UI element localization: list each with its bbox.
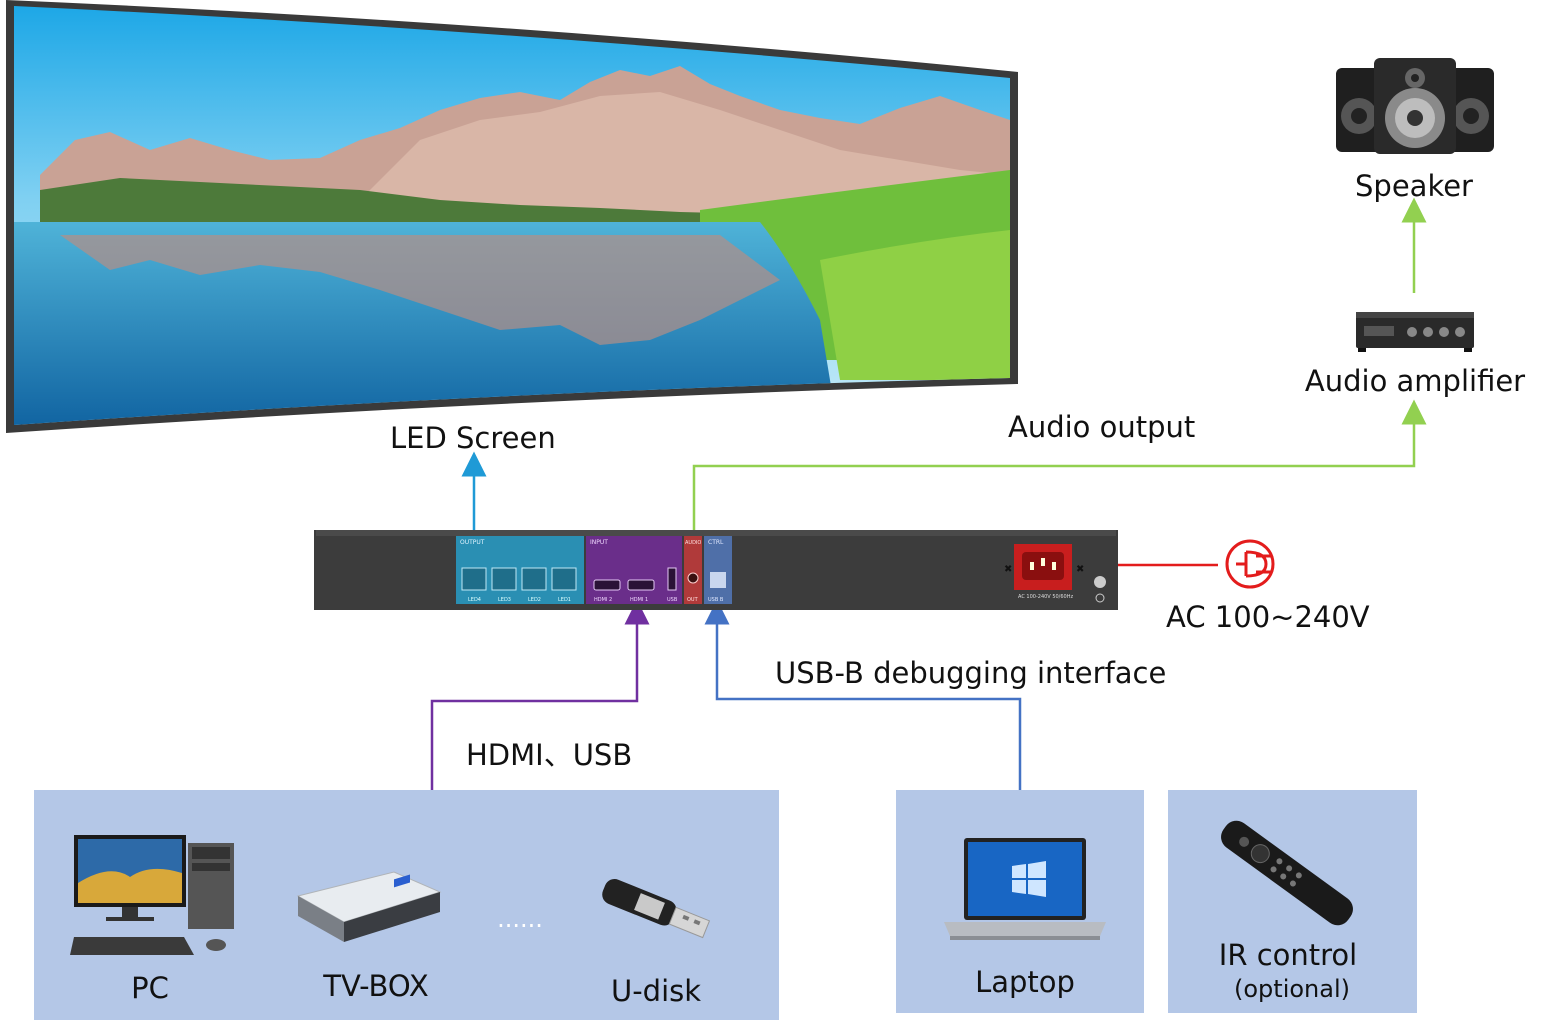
audio-output-line xyxy=(692,399,1427,540)
speaker-label: Speaker xyxy=(1355,169,1473,203)
led-port-label: LED2 xyxy=(528,597,541,603)
led-screen-image xyxy=(6,0,1018,433)
power-plug-icon xyxy=(1225,539,1275,589)
pc-label: PC xyxy=(131,971,169,1005)
usb-port-label: USB xyxy=(667,597,678,603)
ellipsis: ...... xyxy=(497,905,543,933)
audio-group-label: AUDIO xyxy=(685,540,701,546)
ctrl-group-label: CTRL xyxy=(708,539,724,546)
hdmi-usb-line xyxy=(430,599,650,790)
pc-icon xyxy=(70,835,234,955)
ir-optional-label: (optional) xyxy=(1234,975,1350,1003)
u-disk-icon xyxy=(602,878,711,939)
audio-amplifier-icon xyxy=(1356,312,1474,352)
tv-box-icon xyxy=(296,871,442,942)
tv-box-label: TV-BOX xyxy=(323,969,429,1003)
usb-b-label: USB-B debugging interface xyxy=(775,656,1167,690)
u-disk-label: U-disk xyxy=(610,974,702,1008)
ir-control-label: IR control xyxy=(1218,938,1358,972)
usbb-port-label: USB B xyxy=(708,597,724,603)
audio-amplifier-label: Audio amplifier xyxy=(1304,364,1526,398)
svg-text:✖: ✖ xyxy=(1004,564,1012,575)
led-port-label: LED1 xyxy=(558,597,571,603)
led-port-label: LED3 xyxy=(498,597,511,603)
input-group-label: INPUT xyxy=(590,539,608,546)
ir-control-panel xyxy=(1168,790,1417,1013)
audio-port-label: OUT xyxy=(687,597,699,603)
usb-b-line xyxy=(704,599,1022,790)
ir-remote-icon xyxy=(1221,820,1353,926)
ac-power-label: AC 100~240V xyxy=(1166,600,1370,634)
led-ports xyxy=(461,567,577,591)
output-group-label: OUTPUT xyxy=(460,539,485,546)
laptop-label: Laptop xyxy=(975,965,1075,999)
hdmi-usb-label: HDMI、USB xyxy=(466,738,633,772)
speaker-icon xyxy=(1336,58,1494,154)
power-rating-label: AC 100-240V 50/60Hz xyxy=(1018,594,1073,600)
hdmi-port-label: HDMI 1 xyxy=(630,597,648,603)
led-port-label: LED4 xyxy=(468,597,481,603)
controller-device: OUTPUT LED4 LED3 LED2 LED1 INPUT HDMI 2 … xyxy=(314,530,1118,610)
hdmi-port-label: HDMI 2 xyxy=(594,597,612,603)
laptop-icon xyxy=(944,838,1106,940)
svg-text:✖: ✖ xyxy=(1076,564,1084,575)
led-screen-label: LED Screen xyxy=(390,421,556,455)
audio-output-label: Audio output xyxy=(1008,410,1196,444)
